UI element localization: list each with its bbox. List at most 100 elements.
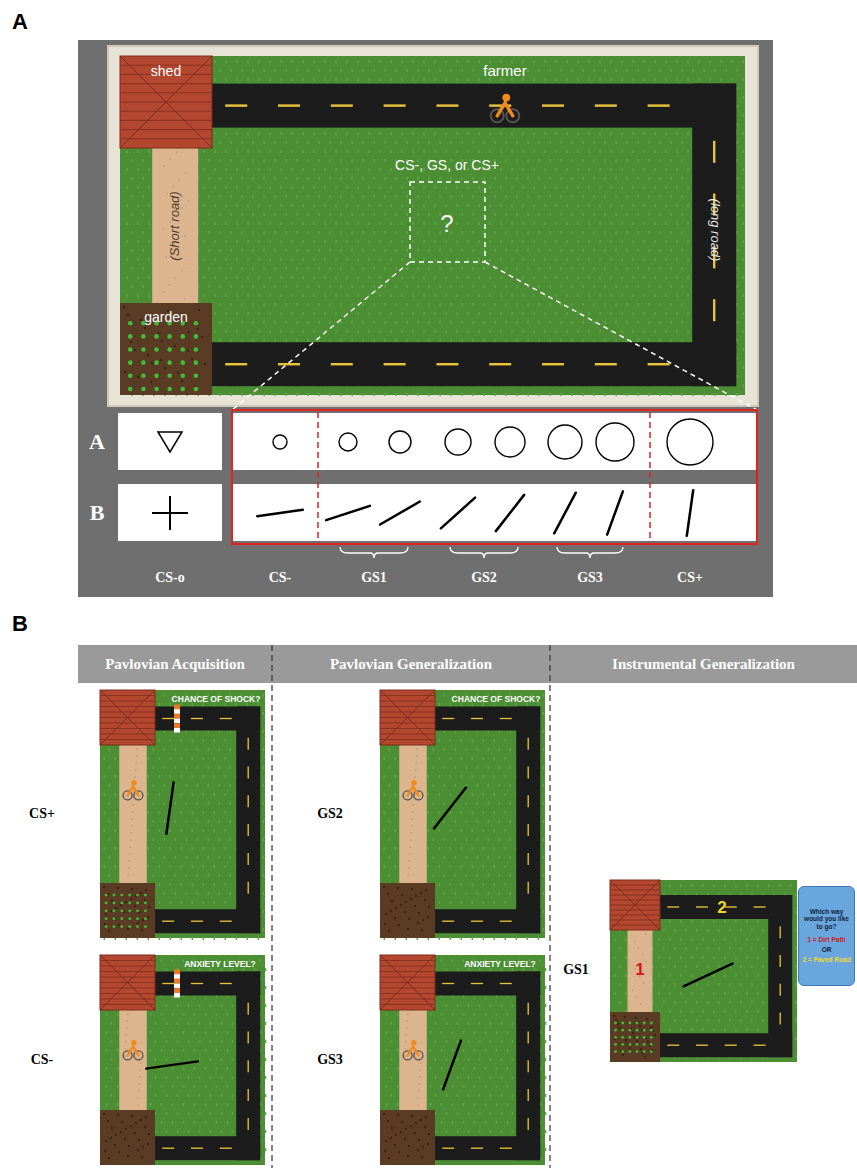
- grass-blade: [351, 321, 353, 324]
- grass-blade: [478, 330, 480, 333]
- grass-blade: [335, 150, 337, 153]
- grass-blade: [362, 195, 364, 198]
- grass-blade: [351, 303, 353, 306]
- grass-blade: [241, 249, 243, 252]
- grass-blade: [742, 186, 744, 189]
- grass-blade: [439, 141, 441, 144]
- grass-blade: [643, 204, 645, 207]
- grass-blade: [390, 60, 392, 63]
- grass-blade: [461, 249, 463, 252]
- grass-blade: [357, 294, 359, 297]
- grass-blade: [291, 222, 293, 225]
- grass-blade: [676, 312, 678, 315]
- grass-blade: [214, 258, 216, 261]
- grass-blade: [450, 267, 452, 270]
- grass-blade: [384, 195, 386, 198]
- grass-blade: [505, 303, 507, 306]
- grass-blade: [252, 159, 254, 162]
- grass-blade: [615, 177, 617, 180]
- grass-blade: [390, 222, 392, 225]
- grass-blade: [621, 294, 623, 297]
- grass-blade: [280, 294, 282, 297]
- grass-blade: [742, 132, 744, 135]
- grass-blade: [571, 321, 573, 324]
- grass-blade: [566, 78, 568, 81]
- grass-blade: [401, 240, 403, 243]
- grass-blade: [373, 249, 375, 252]
- grass-blade: [148, 204, 150, 207]
- grass-blade: [632, 222, 634, 225]
- grass-blade: [241, 231, 243, 234]
- grass-blade: [296, 303, 298, 306]
- grass-blade: [291, 294, 293, 297]
- grass-blade: [736, 303, 738, 306]
- grass-blade: [313, 150, 315, 153]
- grass-blade: [670, 69, 672, 72]
- grass-blade: [269, 168, 271, 171]
- grass-blade: [494, 321, 496, 324]
- grass-blade: [621, 204, 623, 207]
- grass-blade: [659, 195, 661, 198]
- grass-blade: [560, 267, 562, 270]
- grass-blade: [604, 213, 606, 216]
- grass-blade: [522, 312, 524, 315]
- grass-blade: [357, 312, 359, 315]
- grass-blade: [225, 186, 227, 189]
- grass-blade: [307, 249, 309, 252]
- grass-blade: [538, 69, 540, 72]
- grass-blade: [302, 78, 304, 81]
- grass-blade: [533, 276, 535, 279]
- grass-blade: [247, 132, 249, 135]
- grass-blade: [258, 276, 260, 279]
- grass-blade: [538, 303, 540, 306]
- grass-blade: [511, 168, 513, 171]
- grass-blade: [280, 312, 282, 315]
- grass-blade: [687, 240, 689, 243]
- grass-blade: [324, 258, 326, 261]
- grass-blade: [302, 60, 304, 63]
- grass-blade: [285, 69, 287, 72]
- grass-blade: [280, 150, 282, 153]
- grass-blade: [258, 294, 260, 297]
- grass-blade: [516, 213, 518, 216]
- grass-blade: [214, 78, 216, 81]
- grass-blade: [632, 276, 634, 279]
- grass-blade: [533, 330, 535, 333]
- grass-blade: [450, 285, 452, 288]
- grass-blade: [461, 339, 463, 342]
- grass-blade: [225, 330, 227, 333]
- grass-blade: [126, 294, 128, 297]
- grass-blade: [434, 186, 436, 189]
- grass-blade: [214, 330, 216, 333]
- grass-blade: [335, 186, 337, 189]
- grass-blade: [593, 195, 595, 198]
- grass-blade: [566, 222, 568, 225]
- grass-blade: [285, 303, 287, 306]
- grass-blade: [302, 204, 304, 207]
- grass-blade: [626, 267, 628, 270]
- grass-blade: [313, 258, 315, 261]
- grass-blade: [219, 321, 221, 324]
- grass-blade: [560, 231, 562, 234]
- grass-blade: [379, 294, 381, 297]
- grass-blade: [445, 312, 447, 315]
- grass-blade: [373, 159, 375, 162]
- grass-blade: [351, 213, 353, 216]
- grass-blade: [555, 240, 557, 243]
- grass-blade: [423, 60, 425, 63]
- grass-blade: [500, 132, 502, 135]
- grass-blade: [225, 276, 227, 279]
- grass-blade: [599, 240, 601, 243]
- grass-blade: [450, 69, 452, 72]
- grass-blade: [412, 186, 414, 189]
- grass-blade: [384, 213, 386, 216]
- grass-blade: [357, 222, 359, 225]
- grass-blade: [643, 240, 645, 243]
- grass-blade: [412, 330, 414, 333]
- grass-blade: [698, 78, 700, 81]
- grass-blade: [269, 132, 271, 135]
- grass-blade: [709, 60, 711, 63]
- grass-blade: [516, 177, 518, 180]
- grass-blade: [225, 258, 227, 261]
- grass-blade: [670, 159, 672, 162]
